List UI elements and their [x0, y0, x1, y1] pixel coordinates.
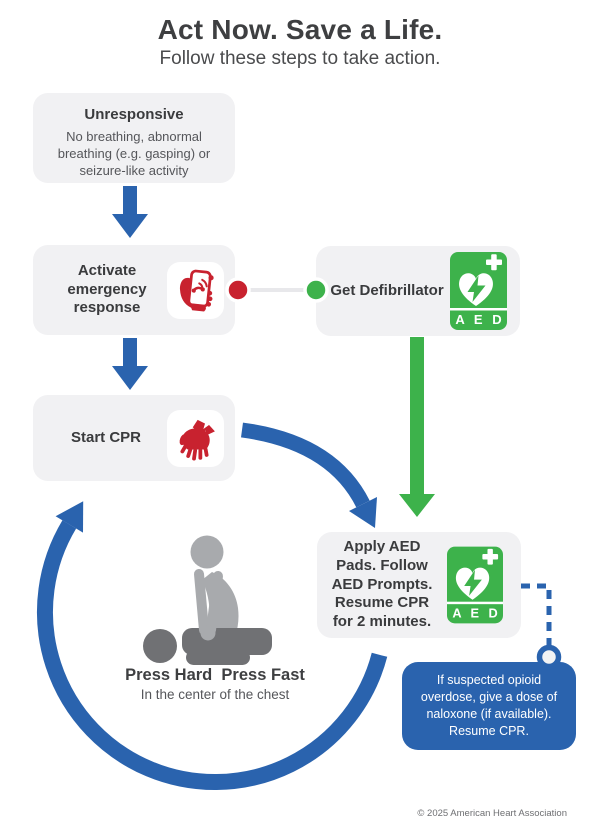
down-arrow-icon [112, 186, 148, 238]
victim-body [182, 628, 272, 655]
step-title: Apply AED Pads. Follow AED Prompts. Resu… [331, 538, 433, 631]
dashed-connector-line [521, 583, 552, 645]
victim-head [143, 629, 177, 663]
down-arrow-icon [112, 338, 148, 390]
copyright-notice: © 2025 American Heart Association [417, 808, 567, 819]
step-title: Get Defibrillator [330, 281, 444, 299]
step-start-cpr: Start CPR [33, 395, 235, 481]
page-title: Act Now. Save a Life. [157, 14, 443, 45]
curved-arrow-startcpr-to-aed [241, 422, 377, 528]
green-down-arrow-icon [399, 337, 435, 517]
cpr-compression-illustration [143, 535, 272, 665]
step-title: Activate emergency response [67, 261, 147, 317]
press-hard-press-fast-label: Press Hard Press Fast [125, 666, 305, 684]
rescuer-hands [200, 625, 216, 641]
step-activate-emergency: Activate emergency response [33, 245, 235, 335]
phone-call-icon [179, 269, 214, 312]
aed-icon: A E D [450, 252, 507, 330]
step-get-defibrillator: Get Defibrillator A E D [316, 246, 520, 336]
rescuer-body [202, 572, 239, 652]
center-of-chest-label: In the center of the chest [140, 687, 290, 702]
rescuer-head [190, 535, 224, 569]
aed-label: A E D [452, 605, 500, 620]
victim-arm [186, 650, 250, 665]
step-description: No breathing, abnormal breathing (e.g. g… [57, 128, 211, 179]
aed-icon: A E D [447, 546, 503, 624]
step-title: Start CPR [70, 428, 141, 446]
hands-icon-tile [167, 409, 224, 467]
callout-text: If suspected opioid overdose, give a dos… [420, 673, 558, 738]
step-apply-aed: Apply AED Pads. Follow AED Prompts. Resu… [317, 532, 521, 638]
cpr-hands-icon [179, 419, 215, 461]
phone-icon-tile [167, 261, 224, 319]
opioid-overdose-callout: If suspected opioid overdose, give a dos… [402, 662, 576, 750]
step-unresponsive: Unresponsive No breathing, abnormal brea… [33, 93, 235, 183]
step-title: Unresponsive [84, 106, 184, 123]
page-subtitle: Follow these steps to take action. [159, 48, 441, 69]
aed-label: A E D [455, 312, 504, 327]
